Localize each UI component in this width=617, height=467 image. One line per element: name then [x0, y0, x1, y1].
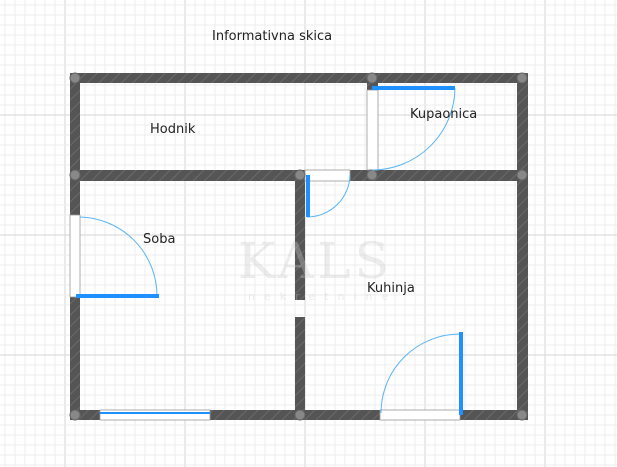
wall-inner-upper — [295, 170, 305, 300]
door-arc-soba — [79, 216, 158, 297]
wall-middle-a — [70, 170, 305, 181]
door-opening-bath — [366, 89, 379, 171]
room-label-hodnik: Hodnik — [150, 122, 196, 137]
window-left — [69, 214, 81, 298]
door-opening-hall — [304, 169, 351, 182]
door-arc-hall — [306, 174, 351, 218]
page-title: Informativna skica — [212, 29, 333, 44]
wall-bottom-a — [70, 410, 100, 420]
watermark-logo: KALS — [238, 232, 393, 290]
wall-inner-lower — [295, 317, 305, 420]
wall-right — [517, 73, 528, 420]
room-label-kuhinja: Kuhinja — [367, 281, 415, 296]
wall-bottom-c — [460, 410, 528, 420]
door-arc-entrance — [380, 333, 461, 414]
wall-middle-b — [350, 170, 528, 181]
wall-top — [70, 73, 528, 83]
wall-left-upper — [70, 73, 80, 215]
doors — [76, 86, 463, 415]
room-label-soba: Soba — [143, 232, 176, 247]
window-bottom — [99, 409, 211, 421]
door-opening-bottom — [379, 409, 461, 421]
door-arc-bath — [371, 87, 456, 171]
watermark-subtitle: nekretnine — [248, 290, 398, 303]
joints — [69, 72, 528, 421]
room-label-kupaonica: Kupaonica — [410, 107, 478, 122]
wall-left-lower — [70, 297, 80, 420]
